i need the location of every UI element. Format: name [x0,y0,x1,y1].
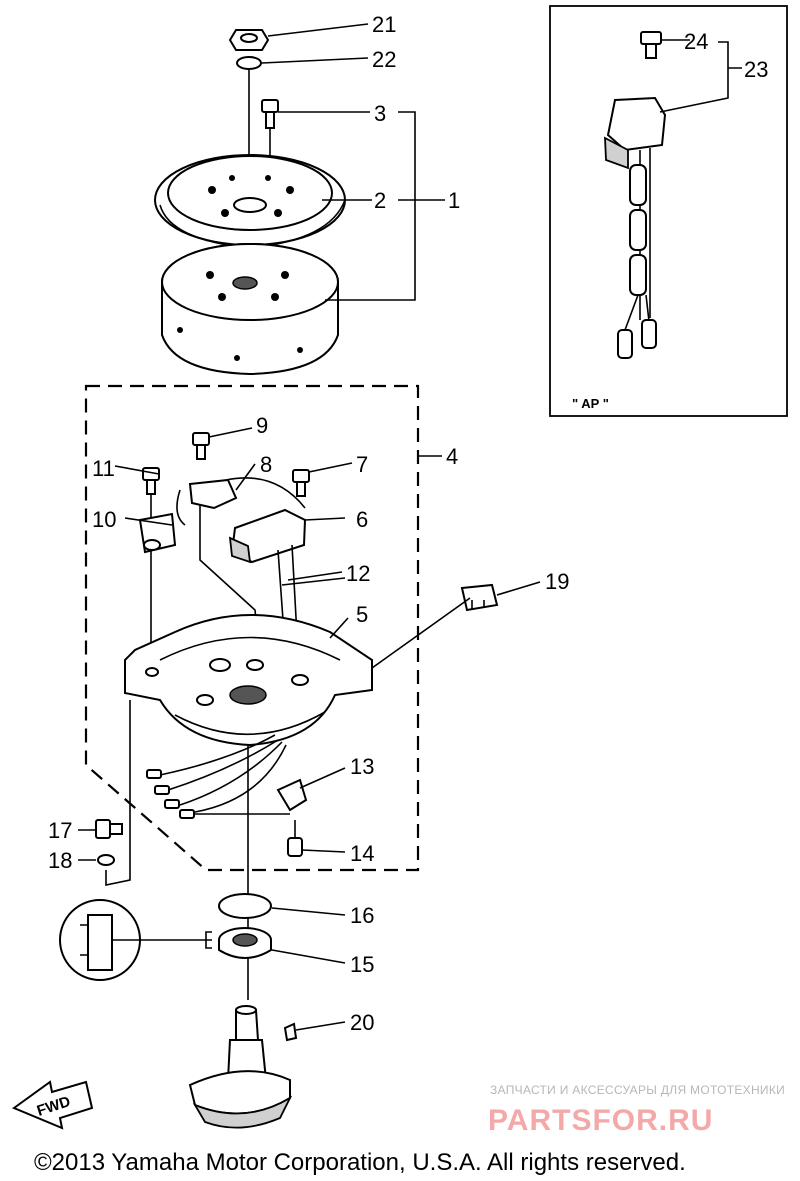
callout-4: 4 [446,444,458,469]
watermark-line1: ЗАПЧАСТИ И АКСЕССУАРЫ ДЛЯ МОТОТЕХНИКИ [490,1083,785,1097]
callout-24: 24 [684,29,708,54]
part-18-washer [97,854,115,866]
part-16-o-ring [218,893,272,919]
callout-15: 15 [350,952,374,977]
callout-7: 7 [356,452,368,477]
wire-harness [146,734,290,819]
wire-12 [281,577,346,586]
callout-14: 14 [350,841,374,866]
inset-label: " AP " [572,396,609,411]
leaders-21-22 [261,23,369,64]
crankshaft [188,1005,293,1129]
callout-18: 18 [48,848,72,873]
part-9-screw [192,432,210,460]
callout-13: 13 [350,754,374,779]
part-24-screw [640,31,662,59]
part-14-nut [287,820,303,857]
forward-direction-arrow: FWD [11,1080,94,1130]
leader-19 [496,581,541,596]
part-1-flywheel [161,243,339,376]
part-2-flywheel-cover [154,154,346,249]
callout-17: 17 [48,818,72,843]
callout-5: 5 [356,602,368,627]
leader-20 [295,1021,346,1031]
callout-3: 3 [374,101,386,126]
part-10-clamp [138,512,177,554]
callout-12: 12 [346,561,370,586]
leaders-1-2-3 [278,111,445,301]
leaders-16-15 [271,907,346,964]
callout-19: 19 [545,569,569,594]
callout-10: 10 [92,507,116,532]
seal-detail-circle [59,899,212,981]
part-22-washer [236,56,262,70]
copyright-notice: ©2013 Yamaha Motor Corporation, U.S.A. A… [34,1149,686,1176]
callout-8: 8 [260,452,272,477]
part-17-bolt [95,819,123,839]
callout-2: 2 [374,188,386,213]
callout-16: 16 [350,903,374,928]
leaders-group4 [114,427,471,853]
part-15-oil-seal [218,927,272,959]
callout-1: 1 [448,188,460,213]
inset-frame [549,5,788,417]
leaders-17-18 [78,700,131,886]
part-13-clamp [276,778,308,812]
callout-9: 9 [256,413,268,438]
callout-11: 11 [92,456,115,481]
part-5-stator-base [124,614,373,747]
callout-20: 20 [350,1010,374,1035]
part-7-screw [292,469,310,497]
part-23-switch-harness [604,96,667,359]
callout-22: 22 [372,47,396,72]
part-20-key [283,1022,298,1042]
part-19-connector [460,583,499,612]
part-8-pulser-coil [176,477,306,526]
part-21-nut [228,29,270,51]
callout-23: 23 [744,57,768,82]
callout-6: 6 [356,507,368,532]
assembly-4-dashed-boundary [84,384,420,872]
leader-23 [659,41,742,113]
watermark-logo: PARTSFOR.RU [488,1104,713,1137]
callout-21: 21 [372,12,396,37]
